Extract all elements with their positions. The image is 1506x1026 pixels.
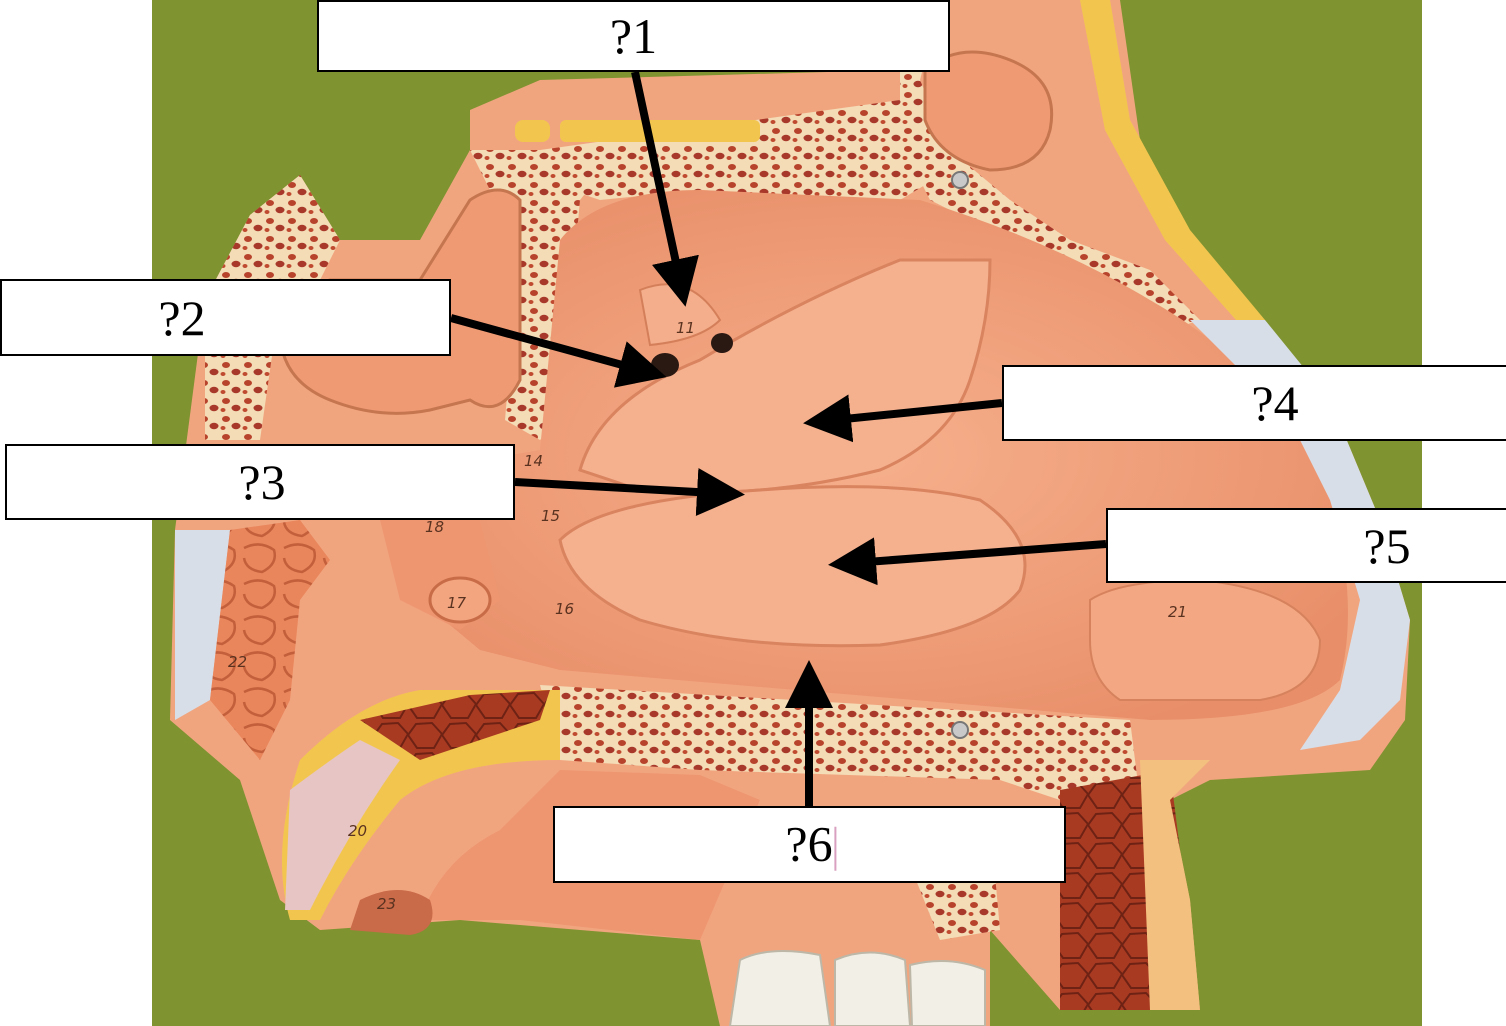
label-box-2[interactable]: ?2 <box>0 279 451 356</box>
model-number: 20 <box>348 822 367 840</box>
label-box-3[interactable]: ?3 <box>5 444 515 520</box>
model-number: 15 <box>541 507 560 525</box>
model-number: 22 <box>228 653 247 671</box>
label-text-1: ?1 <box>609 8 658 64</box>
label-box-1[interactable]: ?1 <box>317 0 950 72</box>
model-number: 16 <box>555 600 574 618</box>
label-box-6[interactable]: ?6 <box>553 806 1066 883</box>
label-text-4: ?4 <box>1251 375 1299 431</box>
middle-turbinate <box>578 258 992 494</box>
label-box-4[interactable]: ?4 <box>1002 365 1506 441</box>
label-box-5[interactable]: ?5 <box>1106 508 1506 583</box>
label-text-5: ?5 <box>1363 517 1411 574</box>
text-cursor <box>834 826 837 871</box>
label-text-3: ?3 <box>238 454 286 510</box>
model-number: 17 <box>447 594 467 612</box>
model-number: 11 <box>676 319 695 337</box>
model-number: 23 <box>377 895 396 913</box>
model-number: 18 <box>425 518 444 536</box>
inferior-turbinate <box>558 485 1027 648</box>
label-text-2: ?2 <box>158 289 206 346</box>
model-number: 14 <box>524 452 543 470</box>
model-number: 21 <box>1168 603 1187 621</box>
label-6-wrap: ?6 <box>785 815 837 872</box>
label-text-6: ?6 <box>785 815 833 872</box>
